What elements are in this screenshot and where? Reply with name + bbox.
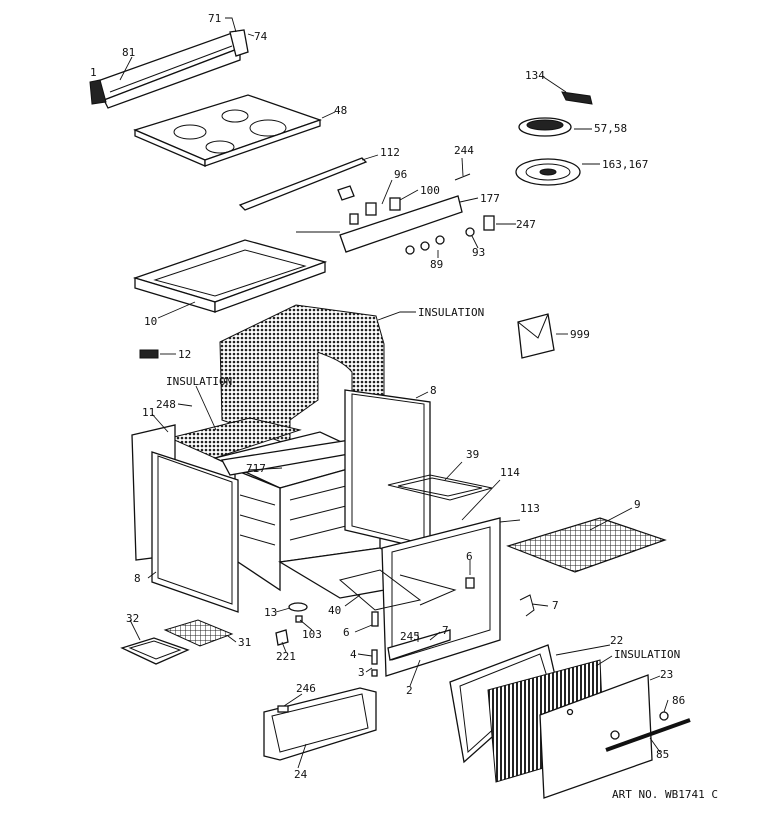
label-112: 112: [380, 146, 400, 159]
oven-rack-9: [506, 517, 667, 573]
label-8-right: 8: [430, 384, 437, 397]
label-2: 2: [406, 684, 413, 697]
label-3: 3: [358, 666, 365, 679]
label-32: 32: [126, 612, 139, 625]
cooktop-48: [133, 94, 322, 167]
label-134: 134: [525, 69, 545, 82]
label-177: 177: [480, 192, 500, 205]
drawer-24: [263, 687, 377, 761]
label-7-right: 7: [552, 599, 559, 612]
label-71: 71: [208, 12, 221, 25]
backguard-81: [89, 29, 249, 109]
literature-999: [517, 313, 555, 359]
front-frame: [381, 517, 501, 677]
label-96: 96: [394, 168, 407, 181]
label-6-right: 6: [466, 550, 473, 563]
label-insulation-left: INSULATION: [166, 375, 232, 388]
label-163-167: 163,167: [602, 158, 648, 171]
label-717: 717: [246, 462, 266, 475]
label-4: 4: [350, 648, 357, 661]
label-244: 244: [454, 144, 474, 157]
label-13: 13: [264, 606, 277, 619]
label-39: 39: [466, 448, 479, 461]
label-10: 10: [144, 315, 157, 328]
label-40: 40: [328, 604, 341, 617]
label-31: 31: [238, 636, 251, 649]
label-221: 221: [276, 650, 296, 663]
tray-10: [132, 239, 328, 313]
control-parts: [238, 157, 495, 255]
label-245: 245: [400, 630, 420, 643]
leader-lines: [119, 17, 669, 769]
label-1: 1: [90, 66, 97, 79]
art-number: ART NO. WB1741 C: [612, 788, 718, 801]
panel-8-right: [344, 389, 431, 551]
label-89: 89: [430, 258, 443, 271]
label-48: 48: [334, 104, 347, 117]
label-100: 100: [420, 184, 440, 197]
label-247: 247: [516, 218, 536, 231]
small-parts-top-right: [515, 91, 593, 186]
label-7-bottom: 7: [442, 624, 449, 637]
label-103: 103: [302, 628, 322, 641]
label-11: 11: [142, 406, 155, 419]
broiler-pan: [120, 619, 234, 665]
element-40: [338, 569, 457, 611]
label-74: 74: [254, 30, 268, 43]
label-23: 23: [660, 668, 673, 681]
label-114: 114: [500, 466, 520, 479]
label-999: 999: [570, 328, 590, 341]
part-labels: 71 74 81 1 48 134 57,58 163,167 112 244 …: [90, 12, 718, 801]
label-9: 9: [634, 498, 641, 511]
label-85: 85: [656, 748, 669, 761]
label-246: 246: [296, 682, 316, 695]
label-8-left: 8: [134, 572, 141, 585]
label-86: 86: [672, 694, 685, 707]
label-22: 22: [610, 634, 623, 647]
label-93: 93: [472, 246, 485, 259]
label-12: 12: [178, 348, 191, 361]
label-57-58: 57,58: [594, 122, 627, 135]
label-248: 248: [156, 398, 176, 411]
label-insulation-top: INSULATION: [418, 306, 484, 319]
label-24: 24: [294, 768, 308, 781]
part-12: [139, 349, 159, 359]
label-113: 113: [520, 502, 540, 515]
label-insulation-door: INSULATION: [614, 648, 680, 661]
insulation-top: [219, 304, 385, 446]
label-81: 81: [122, 46, 135, 59]
panel-8-left: [151, 451, 239, 613]
small-parts-bottom: [275, 577, 535, 677]
label-6-left: 6: [343, 626, 350, 639]
